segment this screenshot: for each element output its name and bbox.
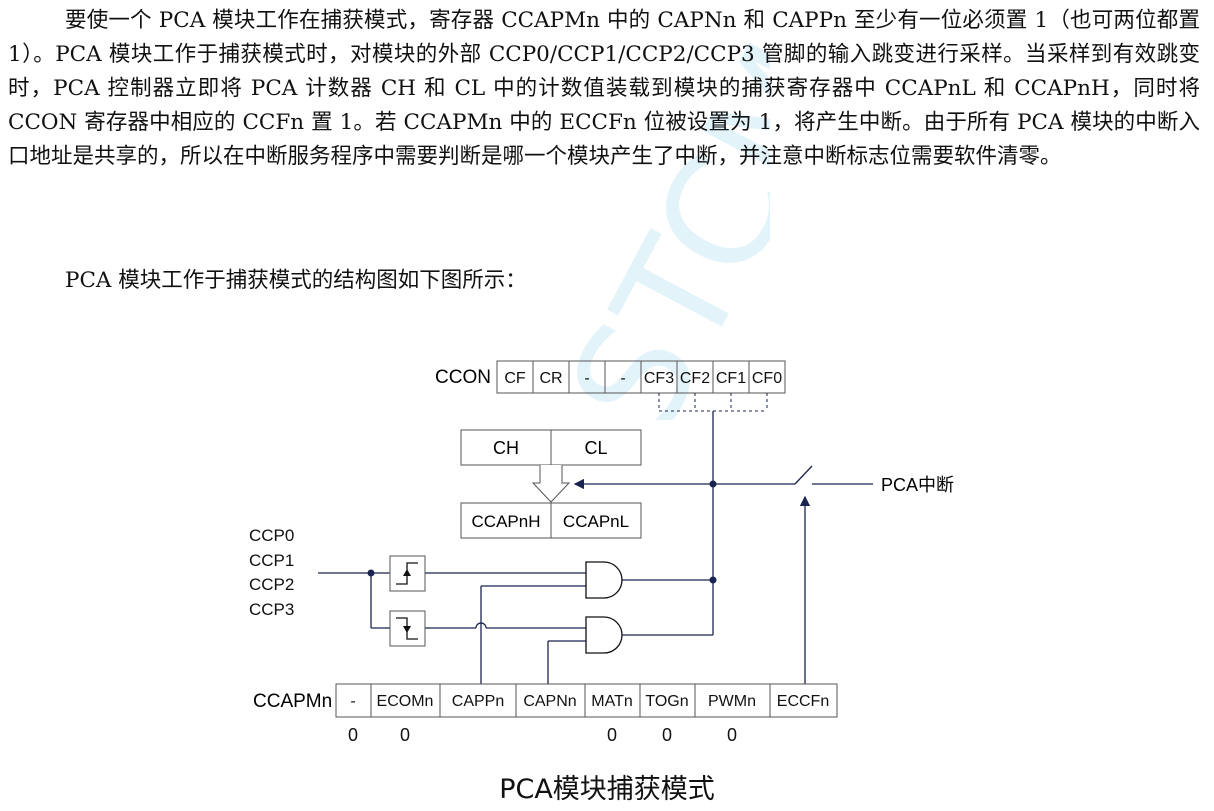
ccapm-bit-cappn: CAPPn (452, 693, 504, 710)
ccon-bit-cf: CF (504, 370, 526, 387)
paragraph-diagram-intro: PCA 模块工作于捕获模式的结构图如下图所示： (65, 268, 527, 293)
pin-label-ccp1: CCP1 (249, 551, 294, 570)
ccon-bit-cr: CR (539, 370, 562, 387)
ccapm-bit-togn: TOGn (645, 693, 688, 710)
ccon-bit-cf3: CF3 (644, 370, 674, 387)
and-gate-rising-icon (585, 561, 623, 599)
ccapm-register (335, 683, 838, 718)
ccon-label: CCON (435, 367, 491, 388)
pin-label-ccp2: CCP2 (249, 575, 294, 594)
figure-caption: PCA模块捕获模式 (499, 774, 715, 805)
counter-ch: CH (493, 438, 519, 458)
ccon-bit-cf0: CF0 (752, 370, 782, 387)
ccon-bit-cf2: CF2 (680, 370, 710, 387)
and-gate-falling-icon (585, 616, 623, 654)
paragraph-capture-mode-description: 要使一个 PCA 模块工作在捕获模式，寄存器 CCAPMn 中的 CAPNn 和… (8, 8, 1200, 169)
capture-register (460, 502, 642, 539)
ccapm-bit-pwmn: PWMn (708, 693, 756, 710)
ccapm-bit-7: - (350, 693, 355, 710)
ccfn-dashed-bracket (658, 393, 768, 412)
falling-edge-detector-icon (389, 610, 426, 647)
rising-edge-detector-icon (389, 555, 426, 592)
pca-capture-mode-diagram: CCON CF CR - - CF3 CF2 CF1 CF0 CH CL (249, 360, 954, 745)
ccapm-value-ecomn: 0 (400, 725, 410, 745)
counter-cl: CL (584, 438, 607, 458)
ccapm-value-7: 0 (348, 725, 358, 745)
capture-ccapnh: CCAPnH (472, 512, 541, 531)
ccapm-value-matn: 0 (607, 725, 617, 745)
ccon-bit-cf1: CF1 (716, 370, 746, 387)
pin-label-ccp0: CCP0 (249, 526, 294, 545)
capture-ccapnl: CCAPnL (563, 512, 629, 531)
ccon-bit-5: - (620, 370, 625, 387)
wiring (318, 411, 873, 684)
counter-register (460, 429, 642, 466)
ccapm-value-togn: 0 (662, 725, 672, 745)
ccapm-bit-matn: MATn (591, 693, 632, 710)
junction-dots (367, 480, 717, 584)
ccapm-bit-capnn: CAPNn (523, 693, 576, 710)
pca-interrupt-label: PCA中断 (881, 475, 954, 495)
load-arrow-icon (531, 465, 571, 503)
ccon-register (496, 360, 786, 394)
ccapm-bit-ecomn: ECOMn (377, 693, 434, 710)
ccapm-value-pwmn: 0 (727, 725, 737, 745)
pin-label-ccp3: CCP3 (249, 600, 294, 619)
ccapm-label: CCAPMn (253, 691, 332, 712)
ccapm-bit-eccfn: ECCFn (777, 693, 829, 710)
ccon-bit-6: - (584, 370, 589, 387)
